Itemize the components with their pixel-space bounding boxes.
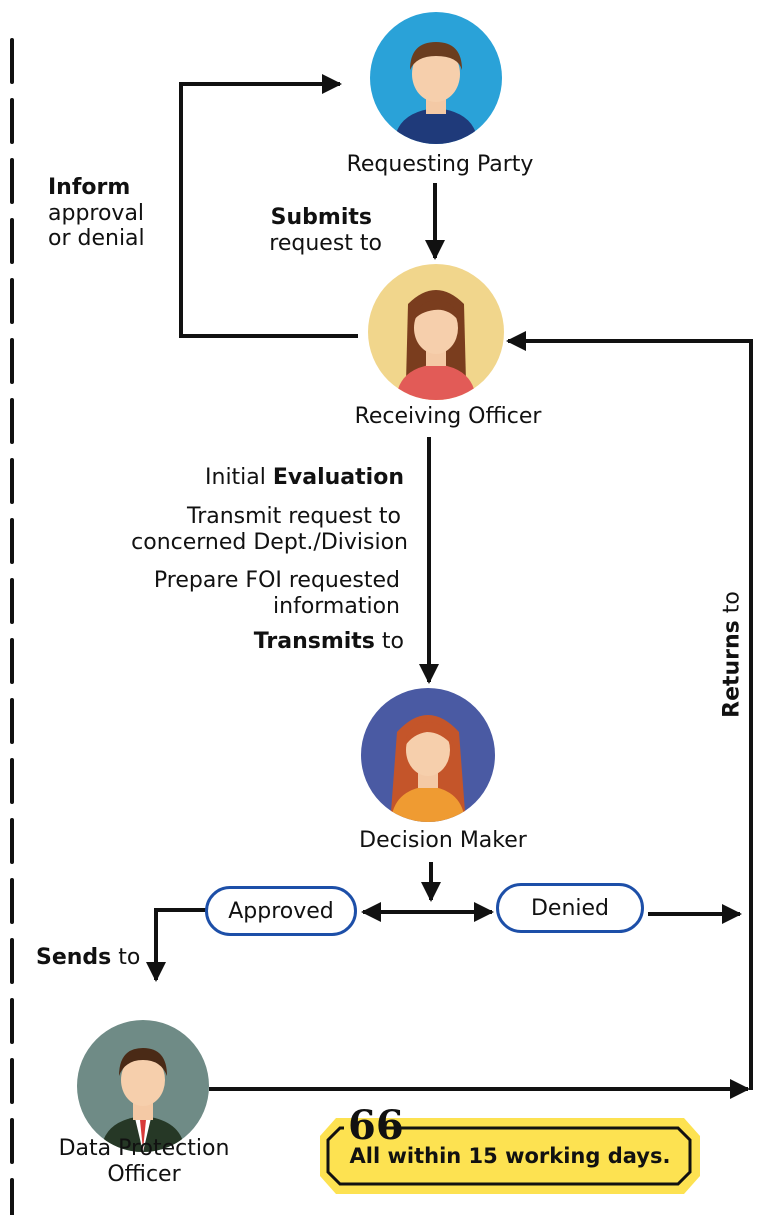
note-frame (320, 1118, 700, 1194)
approved-pill: Approved (205, 886, 357, 936)
sends-label: Sends to (36, 945, 141, 970)
decision-maker-avatar (361, 688, 495, 822)
inform-arrow (179, 74, 358, 338)
note-text: All within 15 working days. (349, 1144, 671, 1168)
submits-label-line2: request to (269, 231, 382, 256)
inform-label-line2: approval (48, 201, 145, 226)
prepare-foi-line1: Prepare FOI requested (153, 568, 400, 593)
quote-mark-icon: 66 (348, 1102, 404, 1149)
requesting-party-label: Requesting Party (346, 152, 534, 177)
requesting-party-avatar (370, 12, 502, 144)
denied-pill: Denied (496, 883, 644, 933)
receiving-officer-label: Receiving Officer (354, 404, 542, 429)
inform-label-bold: Inform (48, 175, 131, 200)
sends-arrow (146, 908, 207, 982)
data-protection-officer-label-line2: Officer (107, 1162, 181, 1187)
prepare-foi-line2: information (273, 594, 400, 619)
transmit-request-line1: Transmit request to (186, 504, 401, 529)
receiving-officer-avatar (368, 264, 504, 400)
data-protection-officer-label-line1: Data Protection (58, 1136, 230, 1161)
returns-arrow (506, 331, 753, 1090)
returns-label: Returns to (719, 591, 745, 718)
data-protection-officer-avatar (77, 1020, 209, 1152)
transmits-label: Transmits to (253, 629, 404, 654)
timeframe-note: 66 All within 15 working days. (318, 1106, 702, 1196)
transmit-request-line2: concerned Dept./Division (131, 530, 408, 555)
submits-label-bold: Submits (270, 205, 372, 230)
decision-maker-label: Decision Maker (359, 828, 527, 853)
inform-label-line3: or denial (48, 226, 145, 251)
initial-evaluation-label: Initial Evaluation (205, 465, 404, 490)
dashed-border (10, 38, 14, 1215)
